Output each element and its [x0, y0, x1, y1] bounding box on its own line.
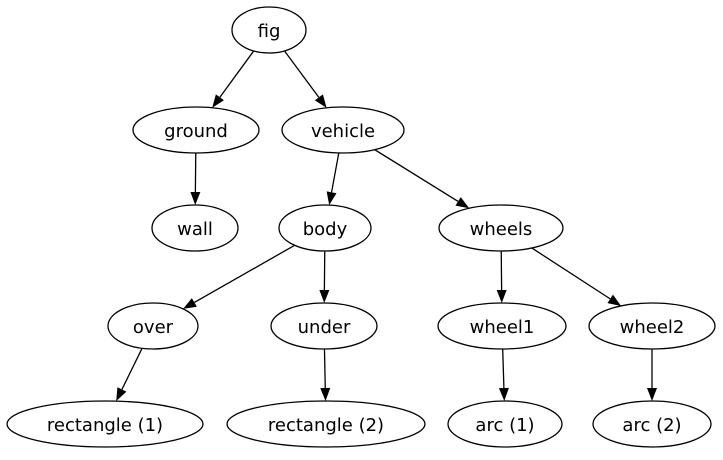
node-ground-label: ground [164, 121, 228, 142]
node-wall: wall [152, 205, 238, 251]
edge-line [375, 150, 458, 202]
node-body-label: body [303, 219, 348, 240]
node-rectangle-1: rectangle (1) [7, 401, 203, 447]
edge-line [284, 51, 318, 98]
node-rectangle-1-label: rectangle (1) [47, 415, 163, 436]
arrowhead-icon [212, 94, 224, 107]
node-arc-1-label: arc (1) [475, 415, 534, 436]
arrowhead-icon [315, 94, 327, 107]
node-ground: ground [133, 107, 259, 153]
arrowhead-icon [647, 388, 657, 401]
arrowhead-icon [497, 290, 507, 303]
node-wheel1: wheel1 [438, 303, 566, 349]
edge-wheel2-arc-2 [647, 349, 657, 401]
edge-over-rectangle-1 [116, 348, 142, 401]
arrowhead-icon [319, 290, 329, 303]
edge-line [122, 348, 142, 389]
edge-line [532, 248, 610, 299]
arrowhead-icon [607, 295, 621, 306]
arrowhead-icon [499, 388, 509, 401]
edge-wheels-wheel2 [532, 248, 621, 306]
edge-ground-wall [190, 153, 200, 205]
node-rectangle-2: rectangle (2) [227, 401, 425, 447]
arrowhead-icon [455, 197, 469, 208]
arrowhead-icon [320, 388, 330, 401]
edge-line [194, 245, 294, 302]
node-arc-2: arc (2) [593, 401, 711, 447]
node-over-label: over [133, 317, 174, 338]
edge-line [220, 51, 254, 97]
arrowhead-icon [327, 191, 337, 205]
node-vehicle-label: vehicle [311, 121, 375, 142]
node-wheels: wheels [439, 205, 563, 251]
node-arc-2-label: arc (2) [622, 415, 681, 436]
node-over: over [108, 303, 198, 349]
edge-body-under [319, 251, 329, 303]
node-wheel1-label: wheel1 [470, 317, 535, 338]
node-vehicle: vehicle [282, 107, 404, 153]
arrowhead-icon [116, 387, 126, 401]
edge-fig-vehicle [284, 51, 326, 108]
edge-line [324, 349, 325, 388]
node-wheel2-label: wheel2 [620, 317, 685, 338]
arrowhead-icon [183, 298, 197, 309]
edge-fig-ground [212, 51, 253, 108]
edge-body-over [183, 245, 295, 309]
node-body: body [279, 205, 371, 251]
node-under-label: under [298, 317, 351, 338]
node-under: under [271, 303, 377, 349]
node-fig: fig [232, 7, 306, 53]
node-wheels-label: wheels [470, 219, 533, 240]
arrowhead-icon [190, 192, 200, 205]
edge-wheels-wheel1 [497, 251, 507, 303]
edge-under-rectangle-2 [320, 349, 330, 401]
edge-wheel1-arc-1 [499, 349, 509, 401]
edge-vehicle-body [327, 153, 339, 205]
node-arc-1: arc (1) [448, 401, 562, 447]
edge-line [503, 349, 504, 388]
edge-vehicle-wheels [375, 150, 469, 209]
node-wheel2: wheel2 [589, 303, 715, 349]
node-wall-label: wall [177, 219, 213, 240]
edge-line [332, 153, 339, 192]
node-fig-label: fig [258, 21, 281, 42]
node-rectangle-2-label: rectangle (2) [268, 415, 384, 436]
